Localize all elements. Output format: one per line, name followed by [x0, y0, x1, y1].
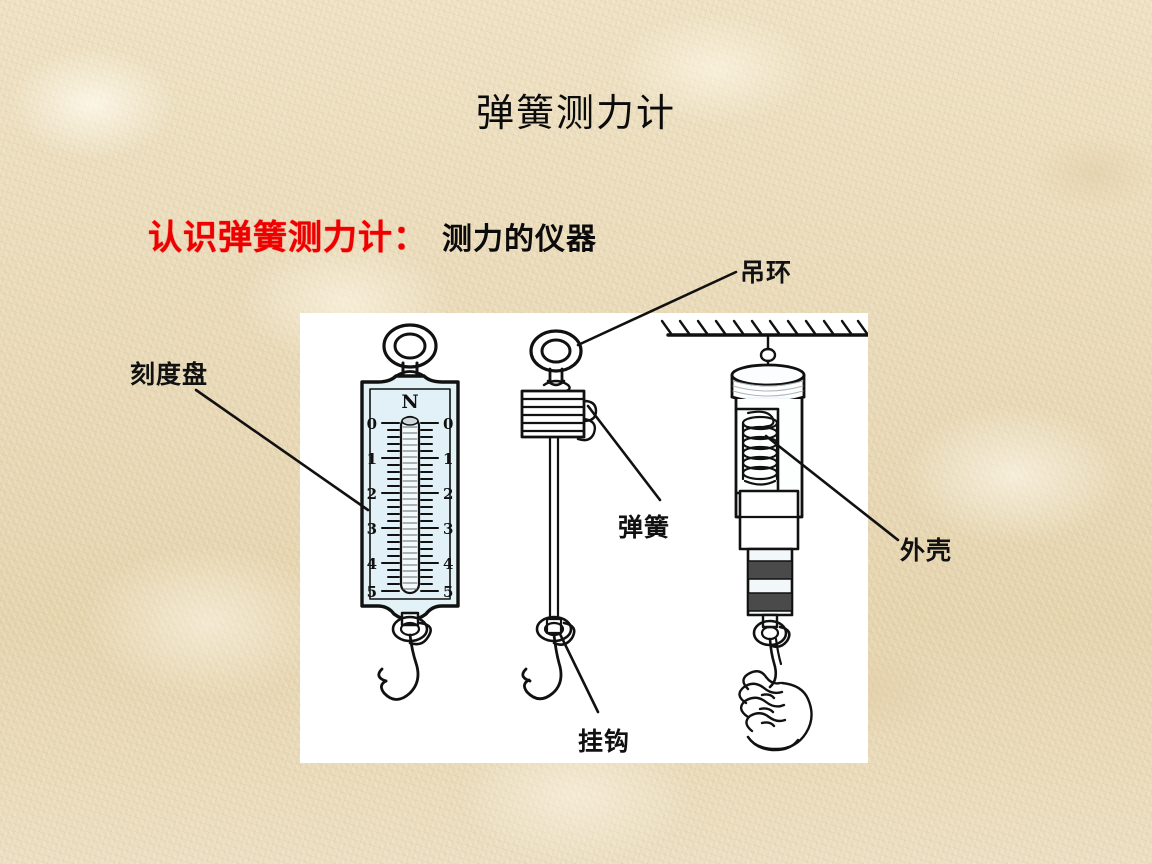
gauge-tick-left-2: 2: [367, 485, 377, 503]
gauge-tick-right-4: 4: [443, 555, 453, 573]
subtitle-black-text: 测力的仪器: [442, 222, 597, 257]
gauge-dial-scale: N: [360, 323, 460, 701]
label-hook: 挂钩: [578, 727, 631, 756]
gauge-tick-right-3: 3: [443, 520, 453, 538]
gauge-tick-right-5: 5: [443, 583, 453, 601]
subtitle-row: 认识弹簧测力计： 测力的仪器: [148, 210, 597, 259]
gauge-unit-label: N: [401, 391, 418, 413]
gauge-tick-left-0: 0: [367, 415, 377, 433]
label-spring: 弹簧: [618, 513, 671, 542]
gauge-tick-left-1: 1: [367, 450, 377, 468]
gauge-bare-spring: [520, 329, 598, 701]
gauge-tick-right-0: 0: [443, 415, 453, 433]
spring-scale-figure: N: [360, 319, 868, 752]
label-dial: 刻度盘: [130, 360, 209, 389]
page-title: 弹簧测力计: [475, 91, 676, 135]
gauge-tick-left-3: 3: [367, 520, 377, 538]
gauge-cased-scale: [660, 319, 868, 752]
gauge-tick-right-1: 1: [443, 450, 453, 468]
gauge-tick-left-5: 5: [367, 583, 377, 601]
gauge-tick-left-4: 4: [367, 555, 377, 573]
label-case: 外壳: [900, 536, 953, 565]
gauge-tick-right-2: 2: [443, 485, 453, 503]
label-ring: 吊环: [740, 258, 793, 287]
subtitle-red-text: 认识弹簧测力计：: [148, 218, 428, 258]
